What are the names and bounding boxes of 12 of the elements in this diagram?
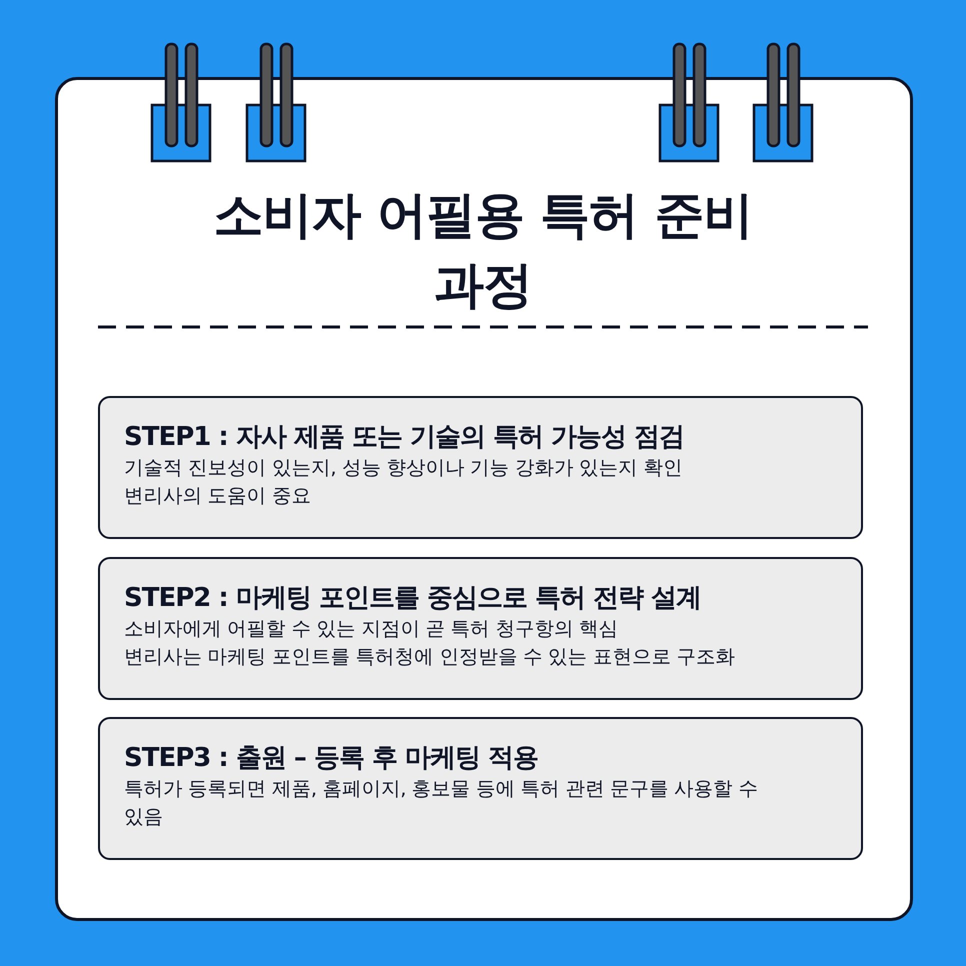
step-heading: STEP2 : 마케팅 포인트를 중심으로 특허 전략 설계 xyxy=(124,582,702,615)
step-description: 변리사의 도움이 중요 xyxy=(124,483,311,509)
step-box xyxy=(98,557,863,700)
step-description: 특허가 등록되면 제품, 홈페이지, 홍보물 등에 특허 관련 문구를 사용할 수 있음 xyxy=(124,776,759,830)
step-box xyxy=(98,717,863,860)
step-heading: STEP3 : 출원 – 등록 후 마케팅 적용 xyxy=(124,742,538,775)
step-description: 변리사는 마케팅 포인트를 특허청에 인정받을 수 있는 표현으로 구조화 xyxy=(124,644,736,670)
title: 소비자 어필용 특허 준비 과정 xyxy=(212,185,754,316)
step-heading: STEP1 : 자사 제품 또는 기술의 특허 가능성 점검 xyxy=(124,421,684,454)
step-description: 소비자에게 어필할 수 있는 지점이 곧 특허 청구항의 핵심 xyxy=(124,616,618,642)
step-box xyxy=(98,396,863,539)
step-description: 기술적 진보성이 있는지, 성능 향상이나 기능 강화가 있는지 확인 xyxy=(124,455,682,481)
